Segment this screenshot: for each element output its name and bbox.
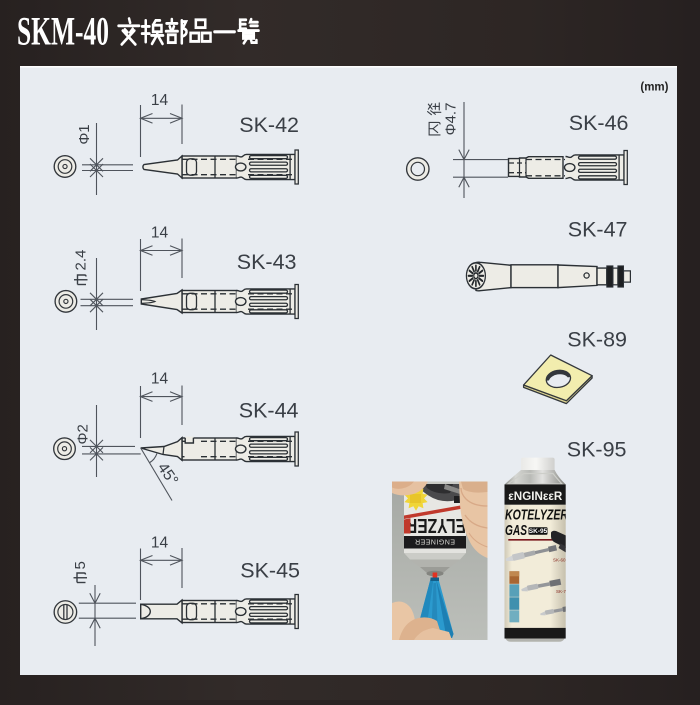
svg-text:SK-95: SK-95 bbox=[529, 528, 548, 535]
svg-text:14: 14 bbox=[151, 371, 169, 388]
svg-text:εNGINεεR: εNGINεεR bbox=[508, 491, 563, 503]
svg-text:SK-43: SK-43 bbox=[237, 250, 297, 274]
svg-text:SK-45: SK-45 bbox=[240, 559, 300, 583]
svg-text:SK-60: SK-60 bbox=[553, 558, 566, 563]
svg-text:SKM-40: SKM-40 bbox=[17, 9, 109, 54]
svg-text:14: 14 bbox=[151, 225, 169, 242]
svg-text:SK-70: SK-70 bbox=[556, 589, 569, 594]
svg-text:SK-46: SK-46 bbox=[569, 111, 629, 135]
svg-text:14: 14 bbox=[151, 92, 169, 109]
svg-text:5: 5 bbox=[72, 561, 89, 569]
svg-text:KOTELYZER: KOTELYZER bbox=[505, 507, 568, 524]
svg-text:ENGINEER: ENGINEER bbox=[415, 538, 455, 545]
svg-text:SK-95: SK-95 bbox=[567, 438, 627, 462]
svg-text:Φ1: Φ1 bbox=[76, 124, 93, 144]
svg-text:GAS: GAS bbox=[505, 522, 527, 539]
svg-text:SK-89: SK-89 bbox=[567, 328, 627, 352]
svg-text:Φ4.7: Φ4.7 bbox=[443, 103, 460, 136]
svg-text:14: 14 bbox=[151, 534, 169, 551]
svg-text:2.4: 2.4 bbox=[73, 250, 90, 271]
svg-text:SK-42: SK-42 bbox=[239, 113, 299, 137]
svg-text:SK-47: SK-47 bbox=[568, 218, 628, 242]
svg-text:ELYZER: ELYZER bbox=[406, 514, 466, 536]
svg-text:Φ2: Φ2 bbox=[74, 424, 91, 444]
svg-text:(mm): (mm) bbox=[640, 82, 668, 94]
svg-text:SK-44: SK-44 bbox=[239, 399, 299, 423]
